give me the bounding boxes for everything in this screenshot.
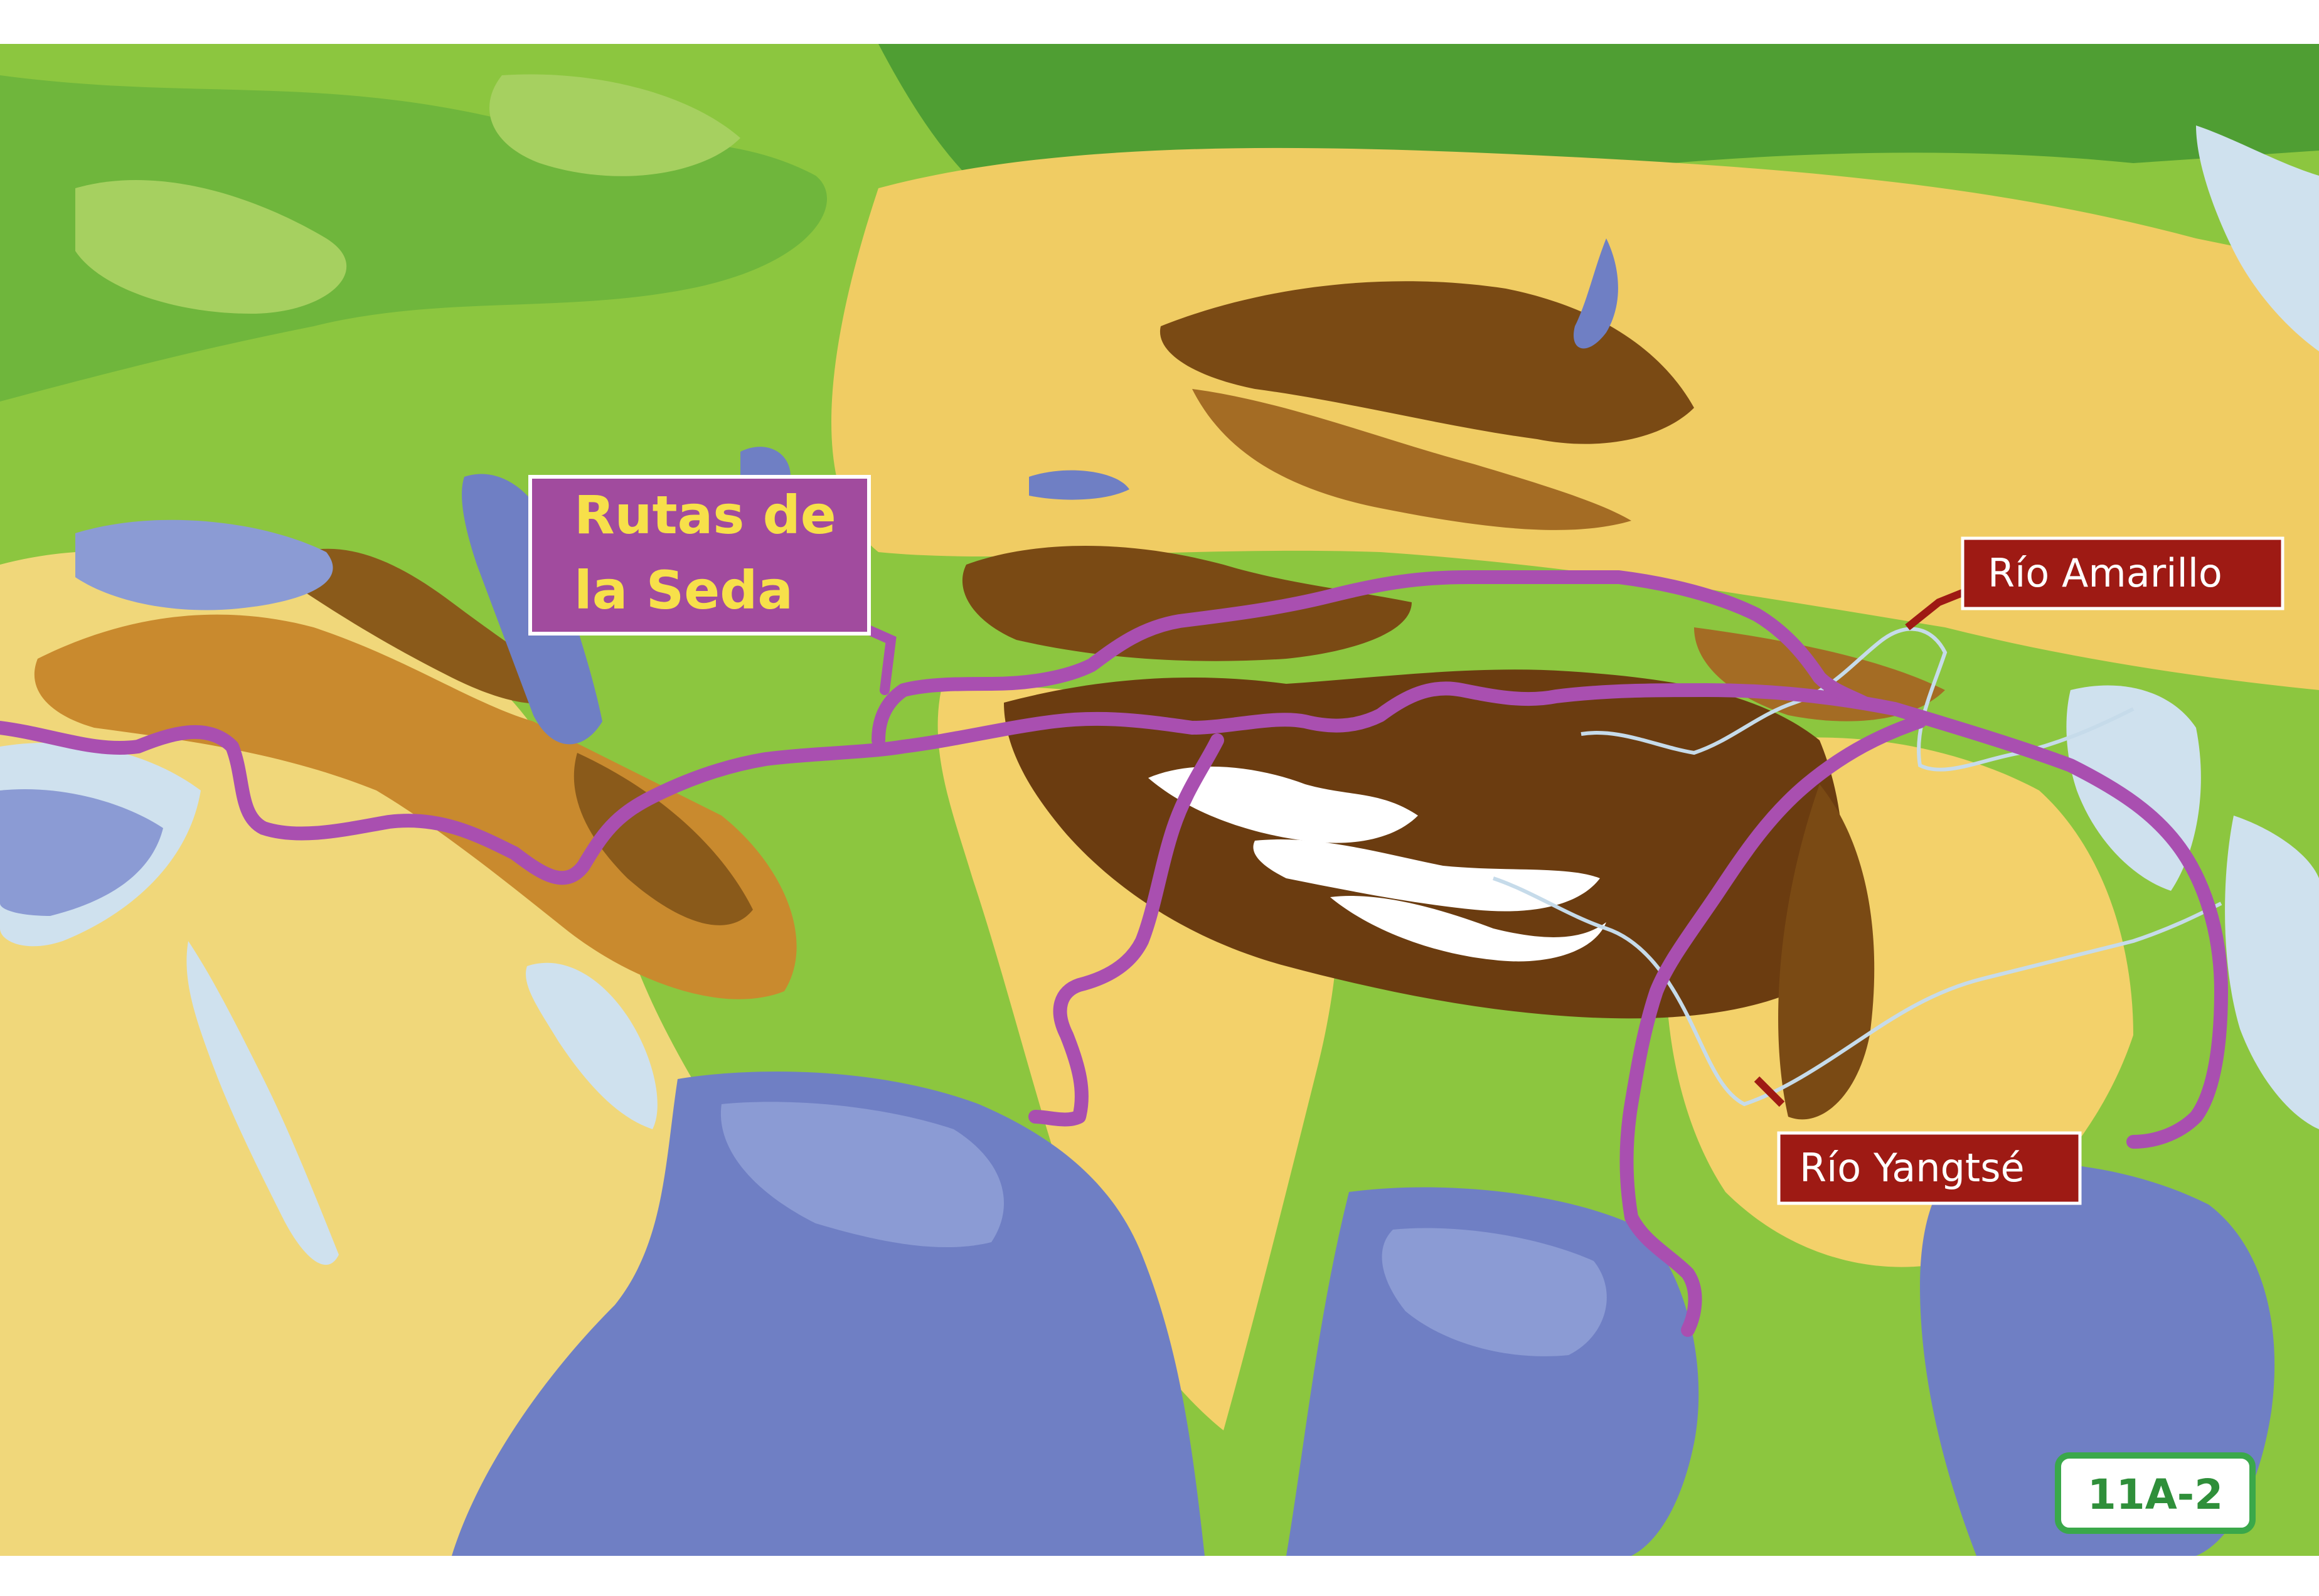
silk-routes: [0, 570, 2228, 1337]
route-south-india: [1028, 733, 1224, 1127]
terrain: [0, 44, 2319, 1556]
yellow-river-line: [1581, 627, 2135, 772]
yangtze-river-line: [1493, 876, 2222, 1107]
route-main-west: [0, 681, 2228, 1149]
route-south-burma: [1619, 715, 1927, 1337]
silk-road-label-line1: Rutas de: [574, 484, 836, 546]
slide-badge: 11A-2: [2055, 1452, 2256, 1534]
yangtze-river-label-text: Río Yangtsé: [1799, 1145, 2025, 1191]
route-north: [872, 570, 1870, 747]
yellow-river-label: Río Amarillo: [1961, 536, 2284, 610]
yangtze-river-label: Río Yangtsé: [1777, 1131, 2082, 1205]
slide-badge-text: 11A-2: [2087, 1471, 2223, 1519]
silk-road-label-line2: la Seda: [574, 560, 793, 621]
silk-road-label: Rutas de la Seda: [528, 475, 871, 636]
yellow-river-label-text: Río Amarillo: [1988, 550, 2222, 596]
